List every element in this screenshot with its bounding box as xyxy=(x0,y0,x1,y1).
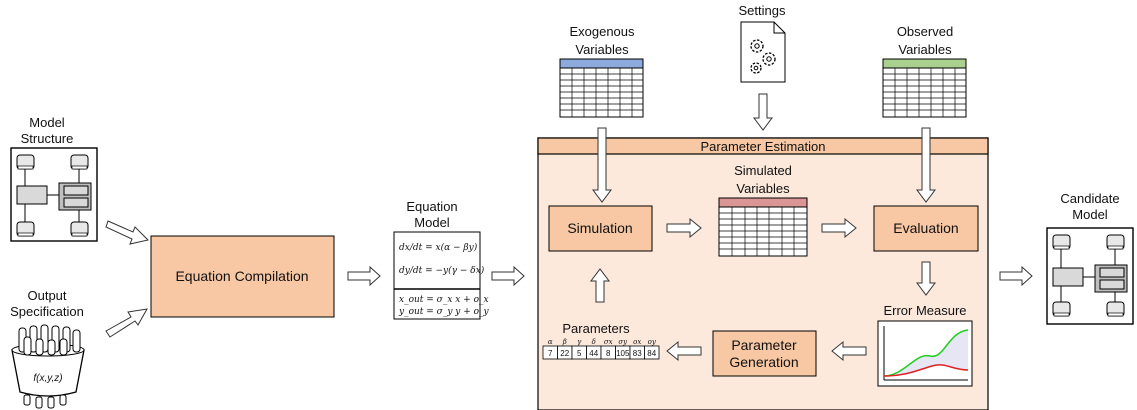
arrow-parameters-to-simulation xyxy=(590,268,610,303)
parameter-value: 44 xyxy=(589,349,598,358)
parameter-name: γ xyxy=(577,338,582,346)
parameter-name: ox xyxy=(633,338,641,346)
settings-group: Settings xyxy=(739,3,786,83)
exogenous-label-line1: Exogenous xyxy=(569,24,635,39)
model-structure-label-line2: Structure xyxy=(21,131,74,146)
arrow-spec-to-compilation xyxy=(105,308,148,338)
equation-model-group: Equation Model dx/dt = x(α − βy) dy/dt =… xyxy=(393,199,490,320)
exogenous-variables-group: Exogenous Variables xyxy=(559,24,644,118)
arrow-equation-model-to-estimation xyxy=(491,265,525,287)
exogenous-label-line2: Variables xyxy=(575,42,629,57)
equation-1: dx/dt = x(α − βy) xyxy=(399,242,478,253)
parameter-name: σy xyxy=(618,338,628,346)
parameter-name: σx xyxy=(604,338,613,346)
parameter-name: β xyxy=(562,338,567,346)
arrow-exogenous-to-simulation xyxy=(592,127,612,203)
candidate-label-line2: Model xyxy=(1072,207,1108,222)
simulated-table-icon xyxy=(718,197,808,257)
parameter-estimation-title: Parameter Estimation xyxy=(701,139,826,154)
error-measure-chart-icon xyxy=(883,326,969,381)
settings-document-icon xyxy=(740,21,786,83)
simulation-box: Simulation xyxy=(548,205,653,252)
arrow-evaluation-to-error xyxy=(916,261,936,296)
observed-label-line1: Observed xyxy=(897,24,953,39)
observed-table-icon xyxy=(882,58,967,118)
model-structure-group: Model Structure xyxy=(10,115,98,242)
parameter-value: 8 xyxy=(606,349,611,358)
error-measure-label: Error Measure xyxy=(883,303,966,318)
output-spec-label-line2: Specification xyxy=(10,304,84,319)
arrow-simulated-to-evaluation xyxy=(821,217,857,239)
output-spec-label-line1: Output xyxy=(27,288,66,303)
output-specification-icon xyxy=(11,324,85,409)
arrow-generation-to-parameters xyxy=(666,340,702,362)
parameter-generation-label-line1: Parameter xyxy=(731,337,797,353)
arrow-structure-to-compilation xyxy=(105,220,149,245)
evaluation-label: Evaluation xyxy=(893,220,958,236)
arrow-settings-to-estimation xyxy=(753,93,773,131)
parameter-name: δ xyxy=(592,338,596,346)
equation-model-label-line2: Model xyxy=(414,215,450,230)
equation-2: dy/dt = −y(γ − δx) xyxy=(399,265,485,276)
equation-4: y_out = σ_y y + o_y xyxy=(398,307,490,317)
output-specification-group: Output Specification f(x,y,z) xyxy=(10,288,85,409)
equation-compilation-box: Equation Compilation xyxy=(150,235,335,318)
settings-label: Settings xyxy=(739,3,786,18)
equation-compilation-label: Equation Compilation xyxy=(175,268,308,284)
parameter-generation-box: Parameter Generation xyxy=(712,330,817,377)
arrow-estimation-to-candidate xyxy=(999,265,1033,287)
parameters-label: Parameters xyxy=(562,321,630,336)
parameter-value: 105 xyxy=(616,349,630,358)
parameter-value: 83 xyxy=(633,349,642,358)
candidate-label-line1: Candidate xyxy=(1060,191,1119,206)
model-structure-label-line1: Model xyxy=(29,115,65,130)
candidate-model-group: Candidate Model xyxy=(1046,191,1134,325)
equation-3: x_out = σ_x x + o_x xyxy=(399,295,489,305)
observed-variables-group: Observed Variables xyxy=(882,24,967,118)
evaluation-box: Evaluation xyxy=(873,205,979,252)
observed-label-line2: Variables xyxy=(898,42,952,57)
simulation-label: Simulation xyxy=(567,220,632,236)
parameter-value: 5 xyxy=(577,349,582,358)
parameter-value: 84 xyxy=(647,349,656,358)
simulated-label-line1: Simulated xyxy=(734,163,792,178)
simulated-label-line2: Variables xyxy=(736,181,790,196)
parameter-name: α xyxy=(548,338,553,346)
parameter-name: oy xyxy=(648,338,657,346)
simulated-variables-group: Simulated Variables xyxy=(718,163,808,257)
arrow-error-to-generation xyxy=(831,340,867,362)
parameter-generation-label-line2: Generation xyxy=(729,354,798,370)
candidate-model-icon xyxy=(1046,227,1134,325)
arrow-observed-to-evaluation xyxy=(916,127,936,203)
equation-model-label-line1: Equation xyxy=(406,199,457,214)
exogenous-table-icon xyxy=(559,58,644,118)
parameter-value: 7 xyxy=(548,349,553,358)
model-structure-icon xyxy=(10,147,98,242)
parameter-cell xyxy=(644,345,660,360)
arrow-compilation-to-equation-model xyxy=(347,265,381,287)
parameter-value: 22 xyxy=(560,349,569,358)
output-function-label: f(x,y,z) xyxy=(33,373,62,384)
arrow-simulation-to-simulated xyxy=(666,217,702,239)
error-measure-group: Error Measure xyxy=(877,303,973,387)
